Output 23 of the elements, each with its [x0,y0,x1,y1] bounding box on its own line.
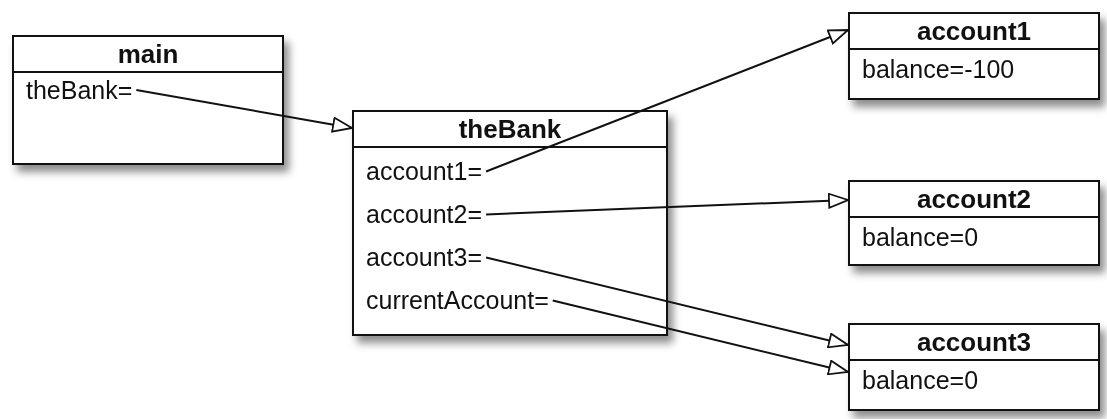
arrow [485,192,849,216]
class-box [352,110,668,336]
box-title: main [14,37,282,73]
class-box [848,180,1100,266]
arrow [551,299,849,376]
box-title: account3 [850,325,1098,361]
field-label: theBank= [26,75,133,105]
field-label: balance=0 [862,220,979,254]
box-title: account2 [850,182,1098,218]
field-label: balance=0 [862,363,979,397]
field-label: account1= [366,150,483,193]
arrow [135,89,353,133]
class-box [12,35,284,165]
class-box [848,12,1100,100]
field-label: currentAccount= [366,279,549,322]
field-label: account3= [366,236,483,279]
field-label: account2= [366,193,483,236]
box-title: account1 [850,14,1098,50]
arrow [485,256,849,349]
arrow [485,29,849,173]
class-box [848,323,1100,411]
box-title: theBank [354,112,666,148]
field-label: balance=-100 [862,52,1015,86]
